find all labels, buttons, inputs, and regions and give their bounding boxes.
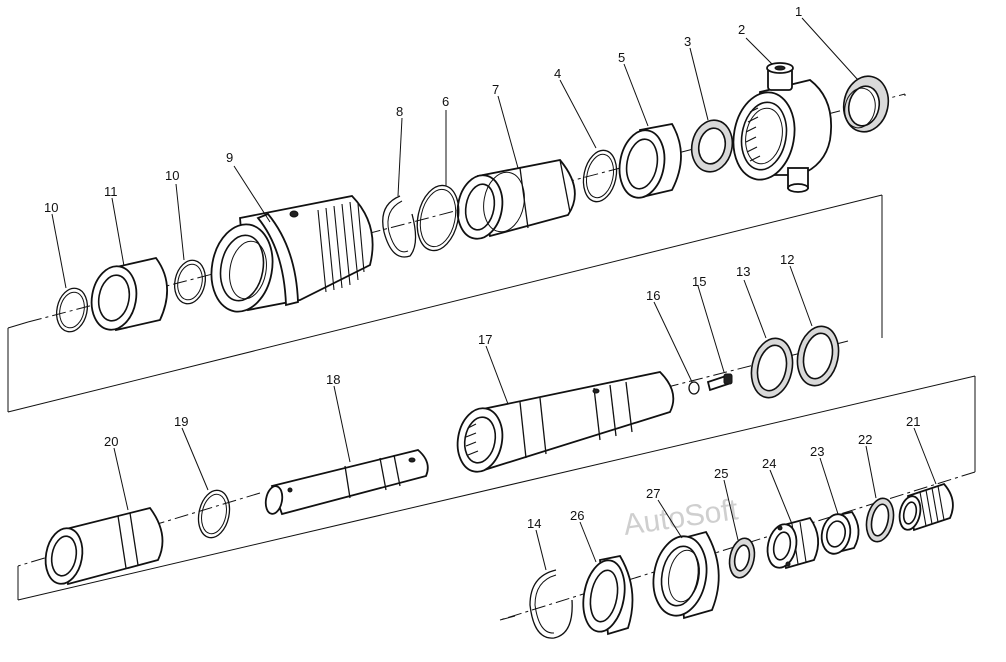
- label-part-13: 13: [736, 264, 750, 279]
- part-26-flanged-ring: [582, 554, 634, 636]
- label-part-10-left: 10: [44, 200, 58, 215]
- part-8-split-ring: [382, 195, 417, 258]
- part-3-ring: [690, 119, 734, 173]
- part-25-small-ring: [728, 537, 756, 579]
- label-part-10-right: 10: [165, 168, 179, 183]
- leader-lines: [51, 17, 937, 571]
- label-part-7: 7: [492, 82, 499, 97]
- part-number-labels: 1 2 3 4 5 6 7 8 9 10 11 10 12 13 15 16 1…: [44, 4, 920, 531]
- label-part-23: 23: [810, 444, 824, 459]
- part-11-bushing: [90, 256, 169, 332]
- label-part-8: 8: [396, 104, 403, 119]
- part-1-end-ring: [842, 75, 890, 133]
- label-part-26: 26: [570, 508, 584, 523]
- label-part-3: 3: [684, 34, 691, 49]
- label-part-18: 18: [326, 372, 340, 387]
- label-part-15: 15: [692, 274, 706, 289]
- label-part-16: 16: [646, 288, 660, 303]
- label-part-22: 22: [858, 432, 872, 447]
- label-part-21: 21: [906, 414, 920, 429]
- label-part-9: 9: [226, 150, 233, 165]
- part-13-ring: [750, 337, 794, 399]
- label-part-17: 17: [478, 332, 492, 347]
- part-16-washer: [688, 381, 700, 395]
- label-part-24: 24: [762, 456, 776, 471]
- part-14-circlip: [529, 569, 573, 639]
- label-part-27: 27: [646, 486, 660, 501]
- part-4-thin-ring: [582, 149, 618, 203]
- part-27-large-bushing: [652, 530, 720, 620]
- label-part-11: 11: [104, 184, 118, 199]
- part-22-ring: [865, 497, 895, 543]
- part-9-threaded-cylinder: [210, 195, 374, 313]
- label-part-2: 2: [738, 22, 745, 37]
- watermark-text: AutoSoft: [621, 493, 740, 542]
- part-12-ring: [796, 325, 840, 387]
- part-10-ring-left: [55, 287, 89, 333]
- part-24-threaded-nut: [766, 516, 820, 570]
- part-5-bushing: [618, 122, 682, 199]
- label-part-20: 20: [104, 434, 118, 449]
- label-part-19: 19: [174, 414, 188, 429]
- label-part-1: 1: [795, 4, 802, 19]
- part-20-sleeve: [44, 506, 164, 586]
- part-2-threaded-housing: [732, 62, 832, 193]
- part-17-grooved-spool: [456, 371, 675, 473]
- label-part-14: 14: [527, 516, 541, 531]
- part-19-ring: [197, 489, 231, 539]
- part-18-shaft: [264, 449, 429, 516]
- part-15-bolt: [706, 373, 733, 392]
- part-23-flanged-bushing: [820, 510, 860, 555]
- label-part-6: 6: [442, 94, 449, 109]
- label-part-5: 5: [618, 50, 625, 65]
- label-part-4: 4: [554, 66, 561, 81]
- label-part-12: 12: [780, 252, 794, 267]
- label-part-25: 25: [714, 466, 728, 481]
- part-21-threaded-plug: [898, 482, 954, 532]
- part-10-ring-right: [173, 259, 207, 305]
- part-7-grooved-sleeve: [456, 159, 576, 240]
- part-6-ring: [416, 184, 460, 252]
